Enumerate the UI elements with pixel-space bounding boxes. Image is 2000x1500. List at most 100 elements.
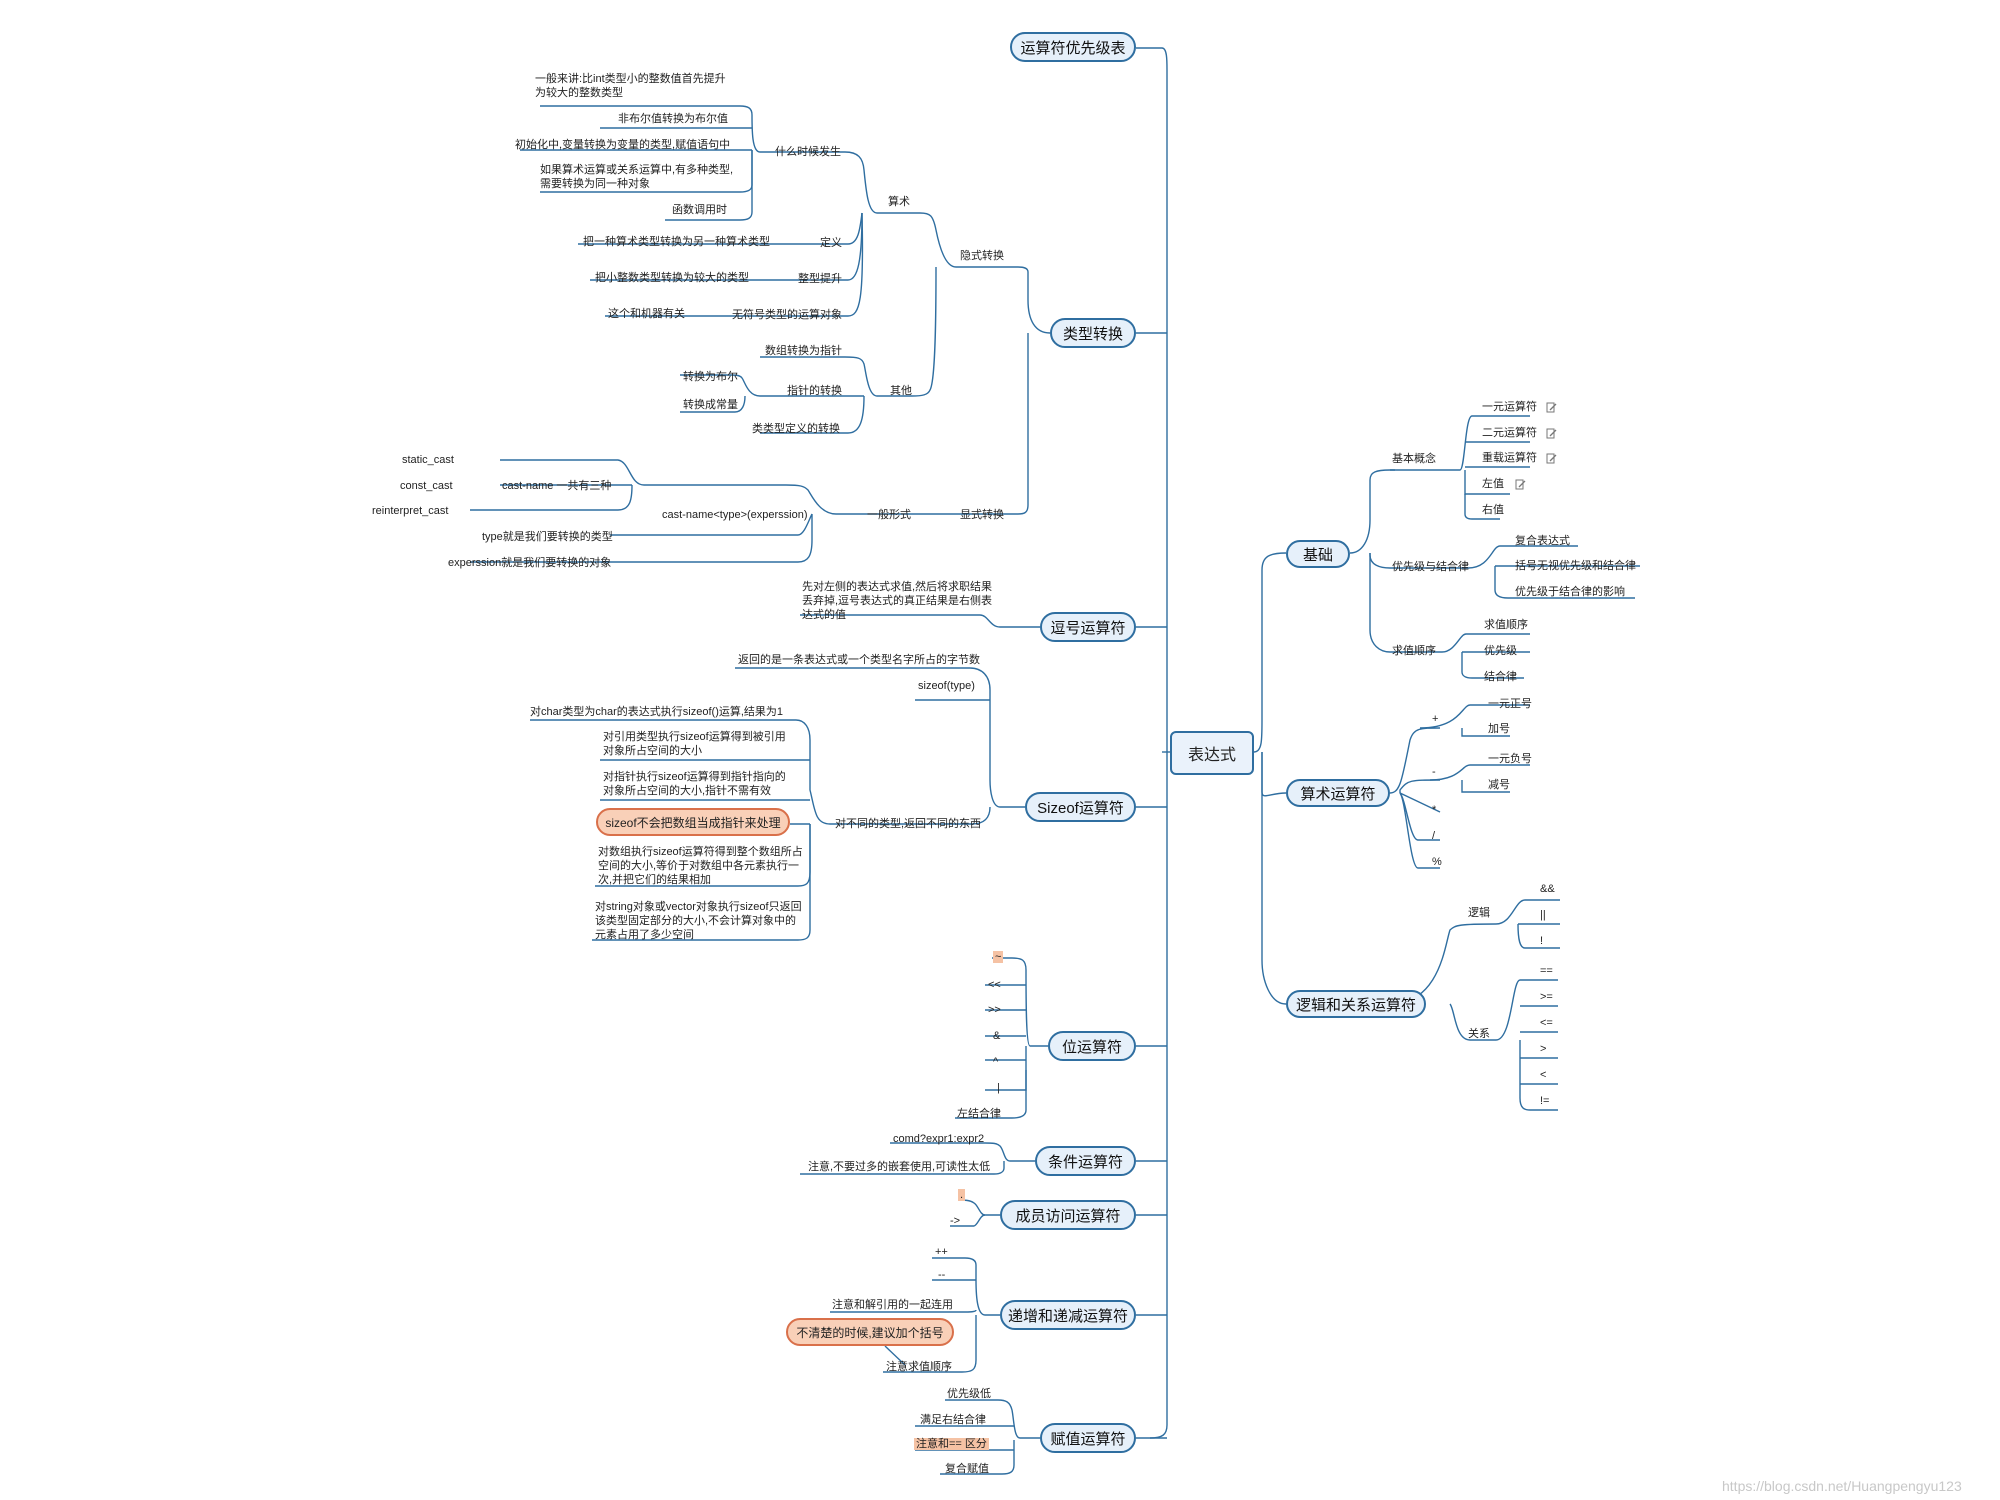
node-conditional[interactable]: 条件运算符 [1035, 1146, 1136, 1176]
assign-compound: 复合赋值 [945, 1463, 989, 1475]
type-note: type就是我们要转换的类型 [482, 531, 613, 543]
logic-not: ! [1540, 935, 1544, 947]
arith-mul: * [1432, 804, 1437, 816]
sizeof-string: 对string对象或vector对象执行sizeof只返回该类型固定部分的大小,… [595, 901, 802, 941]
minus-sub: 减号 [1488, 779, 1510, 791]
rel-le: <= [1540, 1017, 1553, 1029]
logic-logical: 逻辑 [1468, 907, 1490, 919]
when-item-1: 一般来讲:比int类型小的整数值首先提升为较大的整数类型 [535, 73, 726, 99]
when-item-4: 如果算术运算或关系运算中,有多种类型,需要转换为同一种对象 [540, 164, 734, 190]
sizeof-type-form: sizeof(type) [918, 680, 975, 692]
node-arith[interactable]: 算术运算符 [1286, 779, 1390, 807]
when-happens: 什么时候发生 [775, 146, 841, 158]
bit-shl: << [988, 979, 1001, 991]
arith-minus: - [1432, 766, 1436, 778]
concept-binary: 二元运算符 [1482, 427, 1537, 439]
prec-compound: 复合表达式 [1515, 535, 1570, 547]
other-conversion: 其他 [890, 385, 912, 397]
logic-or: || [1540, 909, 1546, 921]
assign-eq-note: 注意和== 区分 [914, 1437, 989, 1451]
arith-def: 定义 [820, 237, 842, 249]
sizeof-returns: 返回的是一条表达式或一个类型名字所占的字节数 [738, 654, 980, 666]
basics-order: 求值顺序 [1392, 645, 1436, 657]
concept-overload: 重载运算符 [1482, 452, 1537, 464]
minus-unary: 一元负号 [1488, 753, 1532, 765]
rel-eq: == [1540, 965, 1553, 977]
member-dot-highlight: . [958, 1189, 966, 1201]
concept-lvalue: 左值 [1482, 478, 1504, 490]
node-logic[interactable]: 逻辑和关系运算符 [1286, 990, 1426, 1018]
dec-op: -- [938, 1269, 946, 1281]
sizeof-array-callout[interactable]: sizeof不会把数组当成指针来处理 [596, 808, 790, 836]
when-item-2: 非布尔值转换为布尔值 [618, 113, 728, 125]
basics-precedence: 优先级与结合律 [1392, 561, 1469, 573]
bit-xor: ^ [993, 1056, 999, 1068]
incdec-order-note: 注意求值顺序 [886, 1361, 952, 1373]
node-comma[interactable]: 逗号运算符 [1040, 612, 1136, 642]
const-cast: const_cast [400, 480, 453, 492]
static-cast: static_cast [402, 454, 454, 466]
prec-parens: 括号无视优先级和结合律 [1515, 560, 1636, 572]
note-icon[interactable] [1515, 479, 1526, 490]
order-prec: 优先级 [1484, 645, 1517, 657]
bit-and: & [993, 1030, 1001, 1042]
implicit-conversion: 隐式转换 [960, 250, 1004, 262]
note-icon[interactable] [1546, 428, 1557, 439]
order-eval: 求值顺序 [1484, 619, 1528, 631]
arith-div: / [1432, 830, 1436, 842]
node-sizeof[interactable]: Sizeof运算符 [1025, 792, 1136, 822]
general-form: 一般形式 [867, 509, 911, 521]
rel-ne: != [1540, 1095, 1550, 1107]
assign-low-prec: 优先级低 [947, 1388, 991, 1400]
node-member-access[interactable]: 成员访问运算符 [1000, 1200, 1136, 1230]
concept-rvalue: 右值 [1482, 504, 1504, 516]
incdec-callout[interactable]: 不清楚的时候,建议加个括号 [786, 1318, 954, 1346]
class-conversion: 类类型定义的转换 [752, 423, 840, 435]
order-assoc: 结合律 [1484, 671, 1517, 683]
node-type-conversion[interactable]: 类型转换 [1050, 318, 1136, 348]
cond-note: 注意,不要过多的嵌套使用,可读性太低 [808, 1161, 991, 1173]
concept-unary: 一元运算符 [1482, 401, 1537, 413]
sizeof-ref: 对引用类型执行sizeof运算得到被引用对象所占空间的大小 [603, 731, 786, 757]
node-incdec[interactable]: 递增和递减运算符 [1000, 1300, 1136, 1330]
cond-syntax: comd?expr1:expr2 [893, 1133, 985, 1145]
sizeof-diff: 对不同的类型,返回不同的东西 [835, 818, 982, 830]
ptr-to-const: 转换成常量 [683, 399, 738, 411]
plus-unary: 一元正号 [1488, 698, 1532, 710]
member-dot: . [958, 1188, 966, 1202]
explicit-conversion: 显式转换 [960, 509, 1004, 521]
bit-not-highlight: ~ [993, 951, 1004, 963]
comma-text: 先对左侧的表达式求值,然后将求职结果丢弃掉,逗号表达式的真正结果是右侧表达式的值 [802, 581, 993, 621]
bit-assoc: 左结合律 [957, 1108, 1001, 1120]
basics-concepts: 基本概念 [1392, 453, 1436, 465]
rel-ge: >= [1540, 991, 1553, 1003]
node-assignment[interactable]: 赋值运算符 [1040, 1423, 1136, 1453]
prec-effect: 优先级于结合律的影响 [1515, 586, 1625, 598]
sizeof-char: 对char类型为char的表达式执行sizeof()运算,结果为1 [530, 706, 784, 718]
expression-note: experssion就是我们要转换的对象 [448, 557, 612, 569]
arith-plus: + [1432, 713, 1439, 725]
note-icon[interactable] [1546, 453, 1557, 464]
sizeof-array: 对数组执行sizeof运算符得到整个数组所占空间的大小,等价于对数组中各元素执行… [598, 846, 803, 886]
note-icon[interactable] [1546, 402, 1557, 413]
root-node[interactable]: 表达式 [1170, 731, 1254, 775]
arith-mod: % [1432, 856, 1442, 868]
node-precedence-table[interactable]: 运算符优先级表 [1010, 32, 1136, 62]
node-basics[interactable]: 基础 [1286, 540, 1350, 568]
assign-eq-highlight: 注意和== 区分 [914, 1438, 989, 1450]
cast-name-kinds: cast-name 一共有三种 [502, 480, 612, 492]
node-bitwise[interactable]: 位运算符 [1048, 1031, 1136, 1061]
rel-gt: > [1540, 1043, 1547, 1055]
integer-promotion: 整型提升 [798, 273, 842, 285]
sizeof-ptr: 对指针执行sizeof运算得到指针指向的对象所占空间的大小,指针不需有效 [603, 771, 786, 797]
arith-conversion: 算术 [888, 196, 910, 208]
logic-relational: 关系 [1468, 1028, 1490, 1040]
array-to-pointer: 数组转换为指针 [765, 345, 842, 357]
assign-right-assoc: 满足右结合律 [920, 1414, 986, 1426]
watermark: https://blog.csdn.net/Huangpengyu123 [1722, 1478, 1962, 1494]
incdec-deref-note: 注意和解引用的一起连用 [832, 1299, 953, 1311]
member-arrow: -> [950, 1215, 961, 1227]
cast-form: cast-name<type>(experssion) [662, 509, 808, 521]
